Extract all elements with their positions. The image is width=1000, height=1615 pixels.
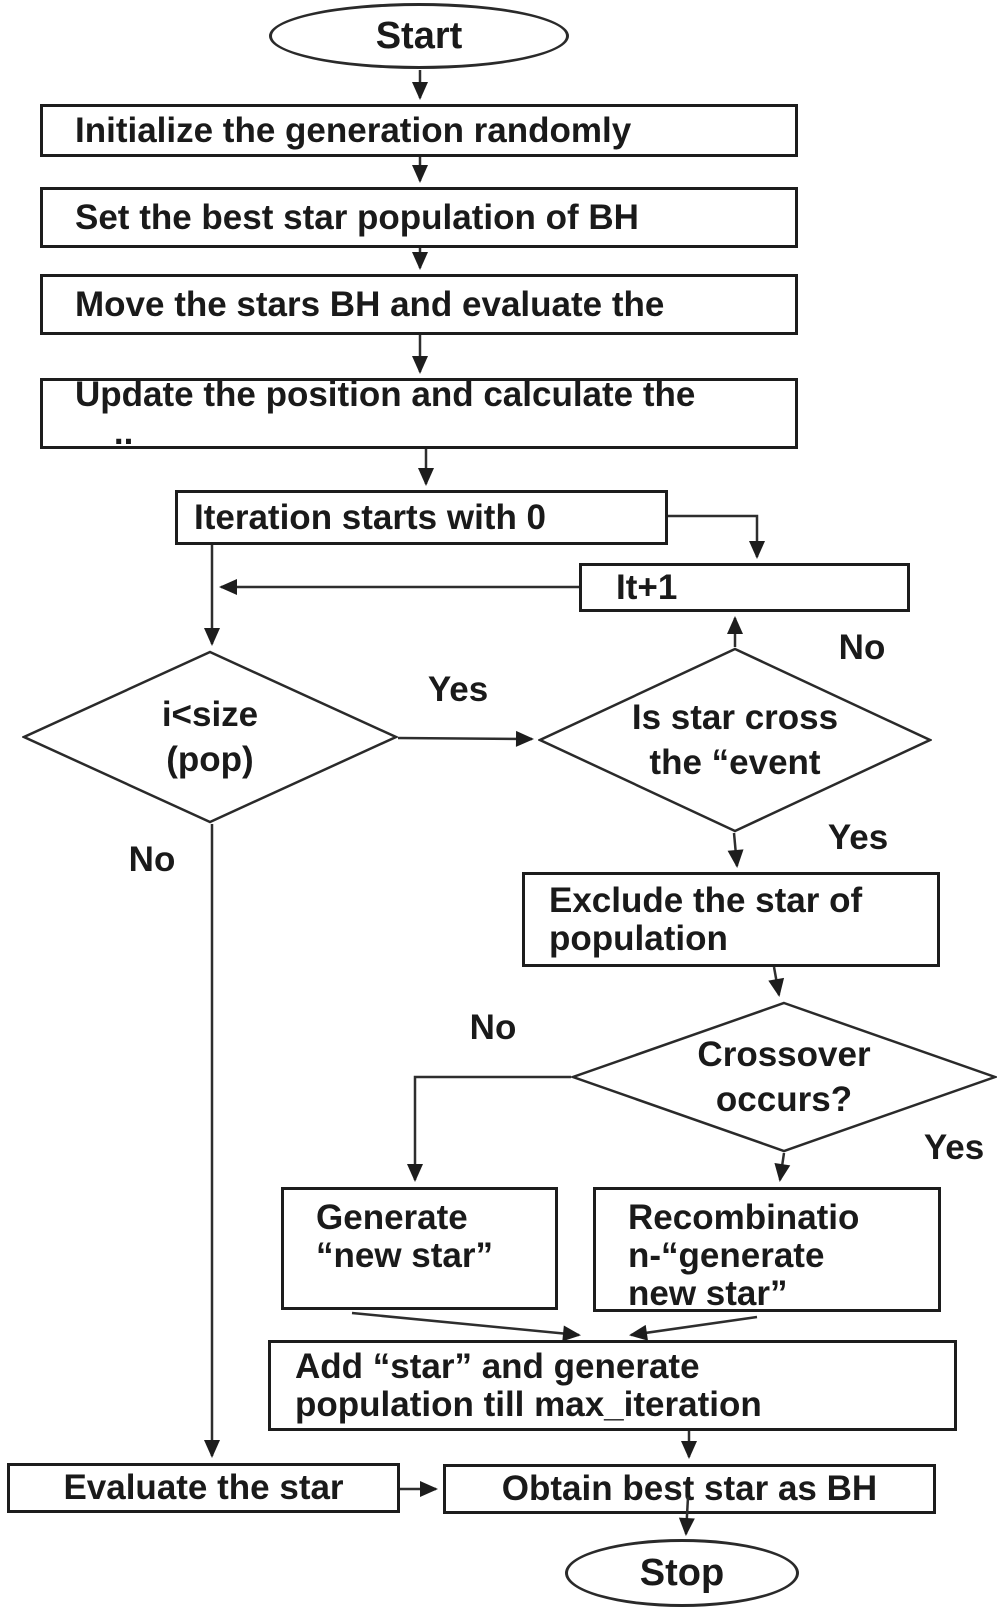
edge-crossover-no-to-generate [407, 1075, 571, 1182]
edge-star-cross-yes-to-exclude [727, 832, 744, 868]
evaluate-star-text: Evaluate the star [10, 1466, 397, 1510]
edge-size-yes-to-star-cross [397, 730, 534, 747]
move-stars-text: Move the stars BH and evaluate the [43, 277, 795, 332]
recombination-label: n-“generate [628, 1236, 825, 1275]
label-yes-star-cross: Yes [827, 818, 889, 857]
label-yes-crossover: Yes [923, 1128, 985, 1167]
crossover-occurs-diamond-shape [571, 1001, 997, 1153]
edge-crossover-yes-to-recombination [774, 1152, 791, 1182]
is-star-cross-node: Is star cross the “event [538, 647, 932, 833]
is-star-cross-label: the “event [649, 743, 821, 782]
obtain-best-star-label: Obtain best star as BH [501, 1469, 878, 1508]
update-position-text: Update the position and calculate the .. [43, 375, 795, 451]
iteration-start-node: Iteration starts with 0 [175, 490, 668, 545]
i-less-than-size-label: (pop) [166, 740, 254, 779]
i-less-than-size-label: i<size [161, 695, 259, 734]
stop-text: Stop [568, 1542, 796, 1604]
obtain-best-star-node: Obtain best star as BH [443, 1464, 936, 1514]
start-node: Start [269, 3, 569, 69]
edge-iteration-to-it-plus-1 [668, 514, 765, 559]
generate-new-star-label: “new star” [316, 1236, 493, 1275]
i-less-than-size-text: i<size (pop) [22, 650, 398, 824]
set-best-star-node: Set the best star population of BH [40, 187, 798, 248]
recombination-label: new star” [628, 1274, 788, 1313]
it-plus-1-text: It+1 [582, 566, 907, 609]
obtain-best-star-text: Obtain best star as BH [446, 1467, 933, 1511]
crossover-occurs-node: Crossover occurs? [571, 1001, 997, 1153]
generate-new-star-label: Generate [316, 1198, 468, 1237]
edge-exclude-to-crossover [768, 966, 785, 997]
crossover-occurs-text: Crossover occurs? [571, 1001, 997, 1153]
move-stars-node: Move the stars BH and evaluate the [40, 274, 798, 335]
evaluate-star-label: Evaluate the star [63, 1468, 344, 1507]
move-stars-label: Move the stars BH and evaluate the [75, 284, 665, 324]
start-text: Start [272, 6, 566, 66]
it-plus-1-label: It+1 [616, 567, 678, 607]
start-label: Start [375, 15, 463, 57]
is-star-cross-diamond-shape [538, 647, 932, 833]
exclude-star-label: population [549, 918, 728, 958]
iteration-start-label: Iteration starts with 0 [194, 497, 547, 537]
update-position-label: Update the position and calculate the [75, 374, 696, 414]
crossover-occurs-label: Crossover [697, 1035, 871, 1074]
initialize-node: Initialize the generation randomly [40, 104, 798, 157]
generate-new-star-text: Generate“new star” [284, 1190, 555, 1307]
initialize-label: Initialize the generation randomly [75, 110, 632, 150]
stop-node: Stop [565, 1539, 799, 1607]
update-position-label: .. [75, 412, 134, 452]
recombination-label: Recombinatio [628, 1198, 860, 1237]
it-plus-1-node: It+1 [579, 563, 910, 612]
label-no-star-cross: No [838, 628, 886, 667]
evaluate-star-node: Evaluate the star [7, 1463, 400, 1513]
set-best-star-text: Set the best star population of BH [43, 190, 795, 245]
stop-label: Stop [639, 1552, 725, 1594]
label-no-size: No [128, 840, 176, 879]
label-no-crossover: No [469, 1008, 517, 1047]
edge-recombination-to-add [629, 1315, 758, 1341]
add-star-label: population till max_iteration [295, 1384, 762, 1424]
iteration-start-text: Iteration starts with 0 [178, 493, 665, 542]
i-less-than-size-diamond-shape [22, 650, 398, 824]
generate-new-star-node: Generate“new star” [281, 1187, 558, 1310]
add-star-label: Add “star” and generate [295, 1346, 700, 1386]
crossover-occurs-label: occurs? [715, 1080, 853, 1119]
edge-generate-to-add [351, 1311, 581, 1342]
exclude-star-label: Exclude the star of [549, 880, 863, 920]
set-best-star-label: Set the best star population of BH [75, 197, 639, 237]
label-yes-size-to-star-cross: Yes [427, 670, 489, 709]
i-less-than-size-node: i<size (pop) [22, 650, 398, 824]
update-position-node: Update the position and calculate the .. [40, 375, 798, 451]
is-star-cross-label: Is star cross [631, 698, 839, 737]
initialize-text: Initialize the generation randomly [43, 107, 795, 154]
is-star-cross-text: Is star cross the “event [538, 647, 932, 833]
